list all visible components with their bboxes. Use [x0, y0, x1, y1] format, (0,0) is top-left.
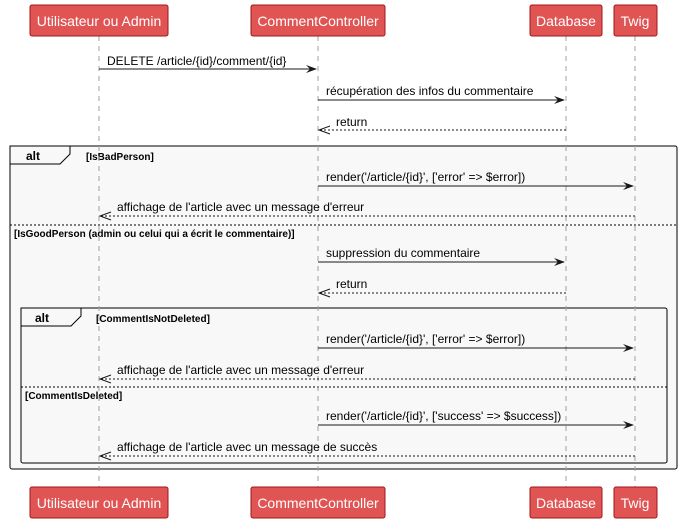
- fragment-alt-inner: alt [CommentIsNotDeleted] [CommentIsDele…: [20, 307, 668, 464]
- participant-box: [529, 4, 603, 37]
- participant-label: CommentController: [257, 13, 379, 29]
- participant-box: [29, 4, 169, 37]
- participant-label: Utilisateur ou Admin: [37, 495, 162, 511]
- message-label: suppression du commentaire: [326, 246, 480, 260]
- participant-box: [250, 4, 386, 37]
- participant-label: CommentController: [257, 495, 379, 511]
- message-return: return: [317, 115, 566, 135]
- message-label: affichage de l'article avec un message d…: [117, 200, 364, 214]
- participant-user-top[interactable]: Utilisateur ou Admin: [29, 4, 169, 37]
- message-render-success: render('/article/{id}', ['success' => $s…: [318, 409, 634, 429]
- participant-label: Database: [536, 495, 596, 511]
- message-label: affichage de l'article avec un message d…: [117, 363, 364, 377]
- participant-label: Database: [536, 13, 596, 29]
- participant-controller-top[interactable]: CommentController: [250, 4, 386, 37]
- arrow-head: [98, 374, 112, 384]
- participant-box: [529, 486, 603, 519]
- message-label: render('/article/{id}', ['error' => $err…: [326, 332, 525, 346]
- arrow-head: [98, 451, 112, 461]
- arrow-head: [317, 288, 331, 298]
- message-display-success: affichage de l'article avec un message d…: [98, 440, 635, 461]
- arrow-head: [554, 258, 565, 266]
- message-display-error: affichage de l'article avec un message d…: [98, 200, 635, 221]
- arrow-head: [554, 96, 565, 104]
- message-delete-comment: suppression du commentaire: [318, 246, 565, 266]
- message-label: affichage de l'article avec un message d…: [117, 440, 377, 454]
- participant-label: Twig: [621, 13, 650, 29]
- fragment-keyword: alt: [26, 149, 40, 163]
- arrow-head: [306, 65, 317, 73]
- fragment-keyword: alt: [35, 311, 49, 325]
- participant-twig-top[interactable]: Twig: [613, 4, 658, 37]
- participant-user-bottom[interactable]: Utilisateur ou Admin: [29, 486, 169, 519]
- fragment-frame: [20, 307, 668, 464]
- message-label: render('/article/{id}', ['success' => $s…: [326, 409, 561, 423]
- participant-label: Utilisateur ou Admin: [37, 13, 162, 29]
- participant-db-bottom[interactable]: Database: [529, 486, 603, 519]
- participant-label: Twig: [621, 495, 650, 511]
- fragment-tab: [20, 307, 82, 327]
- participant-box: [613, 4, 658, 37]
- fragment-tab: [9, 145, 71, 165]
- message-label: récupération des infos du commentaire: [326, 84, 534, 98]
- message-display-error: affichage de l'article avec un message d…: [98, 363, 635, 384]
- fragment-guard: [IsBadPerson]: [86, 152, 154, 163]
- participant-box: [613, 486, 658, 519]
- arrow-head: [623, 344, 634, 352]
- participant-db-top[interactable]: Database: [529, 4, 603, 37]
- message-fetch-comment: récupération des infos du commentaire: [318, 84, 565, 104]
- fragment-guard: [CommentIsDeleted]: [25, 391, 122, 402]
- participant-twig-bottom[interactable]: Twig: [613, 486, 658, 519]
- message-render-error: render('/article/{id}', ['error' => $err…: [318, 170, 634, 190]
- participant-box: [250, 486, 386, 519]
- participant-controller-bottom[interactable]: CommentController: [250, 486, 386, 519]
- message-label: return: [336, 115, 367, 129]
- arrow-head: [623, 182, 634, 190]
- message-label: render('/article/{id}', ['error' => $err…: [326, 170, 525, 184]
- message-delete-request: DELETE /article/{id}/comment/{id}: [99, 54, 317, 73]
- fragment-guard: [IsGoodPerson (admin ou celui qui a écri…: [14, 229, 295, 240]
- arrow-head: [623, 421, 634, 429]
- participant-box: [29, 486, 169, 519]
- message-render-error: render('/article/{id}', ['error' => $err…: [318, 332, 634, 352]
- arrow-head: [317, 125, 331, 135]
- fragment-guard: [CommentIsNotDeleted]: [96, 314, 210, 325]
- arrow-head: [98, 211, 112, 221]
- message-return: return: [317, 277, 566, 298]
- message-label: return: [336, 277, 367, 291]
- message-label: DELETE /article/{id}/comment/{id}: [107, 54, 286, 68]
